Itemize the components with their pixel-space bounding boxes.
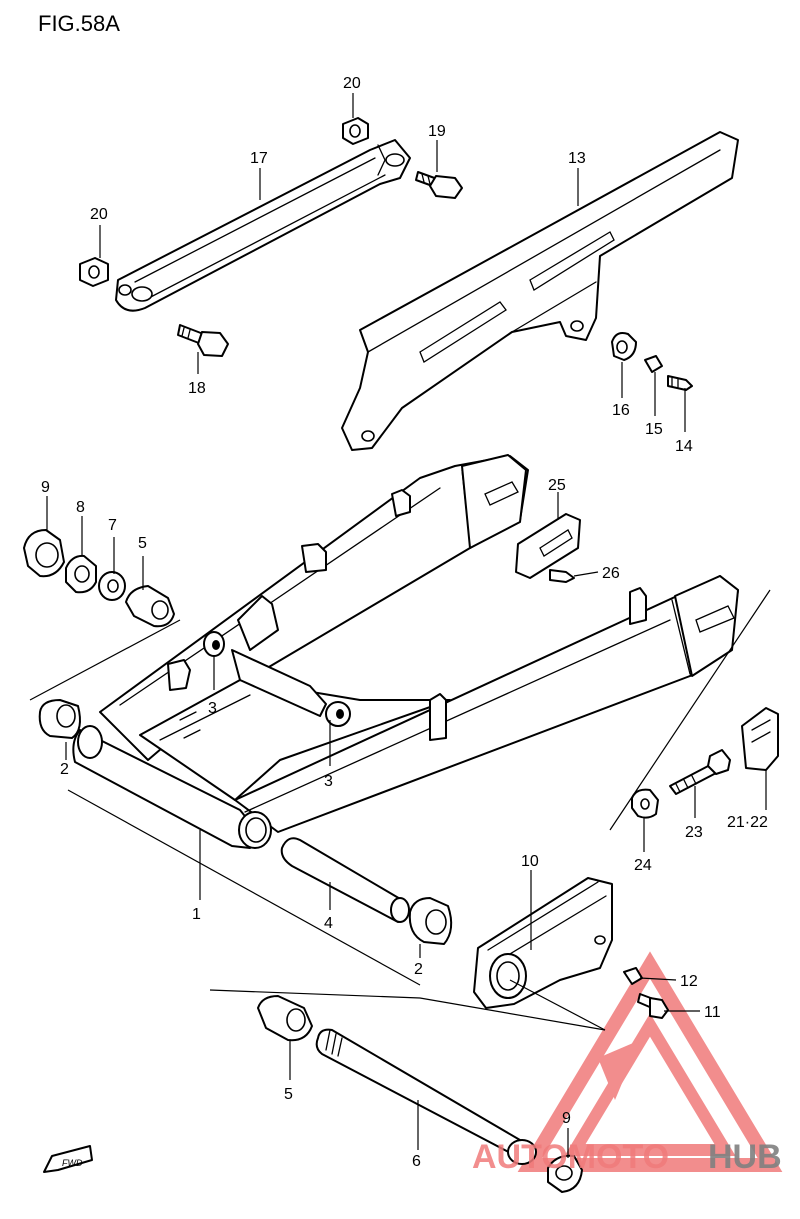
swingarm xyxy=(72,454,739,849)
callout-10: 10 xyxy=(521,853,539,870)
watermark-text-part-b: HUB xyxy=(708,1138,782,1176)
callout-5: 5 xyxy=(284,1086,293,1103)
bolt-11 xyxy=(637,993,669,1019)
callout-15: 15 xyxy=(645,421,663,438)
assembly-lines xyxy=(29,589,771,1031)
callout-12: 12 xyxy=(680,973,698,990)
callout-17: 17 xyxy=(250,150,268,167)
callout-26: 26 xyxy=(602,565,620,582)
watermark-letter-shape xyxy=(598,1040,640,1100)
callout-8: 8 xyxy=(76,499,85,516)
callout-leaders xyxy=(46,93,767,1158)
callout-20: 20 xyxy=(343,75,361,92)
screw-26 xyxy=(549,569,575,583)
fwd-label: FWD xyxy=(62,1158,83,1168)
adjuster-plate-21-22 xyxy=(741,707,779,771)
callout-labels: 1 2 2 3 3 4 5 5 6 7 8 9 9 10 11 12 13 14… xyxy=(41,75,768,1170)
callout-13: 13 xyxy=(568,150,586,167)
pivot-cap-9 xyxy=(23,529,65,578)
collar-15 xyxy=(644,355,663,373)
nut-24 xyxy=(631,788,659,819)
callout-14: 14 xyxy=(675,438,693,455)
callout-5: 5 xyxy=(138,535,147,552)
callout-9: 9 xyxy=(41,479,50,496)
watermark-text: AUTOMOTO HUB xyxy=(472,1138,782,1176)
nut-20-lower xyxy=(79,257,109,287)
chain-guard xyxy=(341,131,739,451)
callout-16: 16 xyxy=(612,402,630,419)
callout-19: 19 xyxy=(428,123,446,140)
callout-21-22: 21·22 xyxy=(727,814,768,831)
chain-slider xyxy=(473,877,613,1009)
pivot-shaft-6 xyxy=(315,1028,537,1165)
callout-11: 11 xyxy=(704,1004,721,1021)
torque-rod xyxy=(115,139,411,312)
bearing-2-right xyxy=(408,897,453,945)
callout-7: 7 xyxy=(108,517,117,534)
washer-7 xyxy=(98,571,126,601)
bolt-18 xyxy=(177,324,229,357)
callout-4: 4 xyxy=(324,915,333,932)
plate-25 xyxy=(515,513,581,579)
callout-18: 18 xyxy=(188,380,206,397)
nut-8 xyxy=(65,554,97,594)
bearing-2-left xyxy=(38,699,81,739)
callout-24: 24 xyxy=(634,857,652,874)
grommet-16 xyxy=(611,332,637,361)
callout-3: 3 xyxy=(208,700,217,717)
callout-9: 9 xyxy=(562,1110,571,1127)
callout-20: 20 xyxy=(90,206,108,223)
callout-3: 3 xyxy=(324,773,333,790)
watermark-outer-triangle xyxy=(517,951,783,1172)
pivot-cap-9-lower xyxy=(547,1154,583,1193)
collar-5-upper xyxy=(125,585,175,628)
forward-direction-arrow: FWD xyxy=(43,1145,93,1173)
callout-25: 25 xyxy=(548,477,566,494)
callout-23: 23 xyxy=(685,824,703,841)
screw-14 xyxy=(667,375,693,391)
bolt-19 xyxy=(415,171,463,199)
sleeve-4 xyxy=(280,837,410,923)
watermark-logo xyxy=(517,951,783,1172)
callout-2: 2 xyxy=(60,761,69,778)
callout-6: 6 xyxy=(412,1153,421,1170)
callout-1: 1 xyxy=(192,906,201,923)
collar-5-lower xyxy=(257,995,313,1042)
bolt-23 xyxy=(669,749,731,795)
watermark-text-part-a: AUTOMOTO xyxy=(472,1138,669,1176)
callout-2: 2 xyxy=(414,961,423,978)
figure-title: FIG.58A xyxy=(38,11,120,36)
nut-20-upper xyxy=(342,117,369,145)
